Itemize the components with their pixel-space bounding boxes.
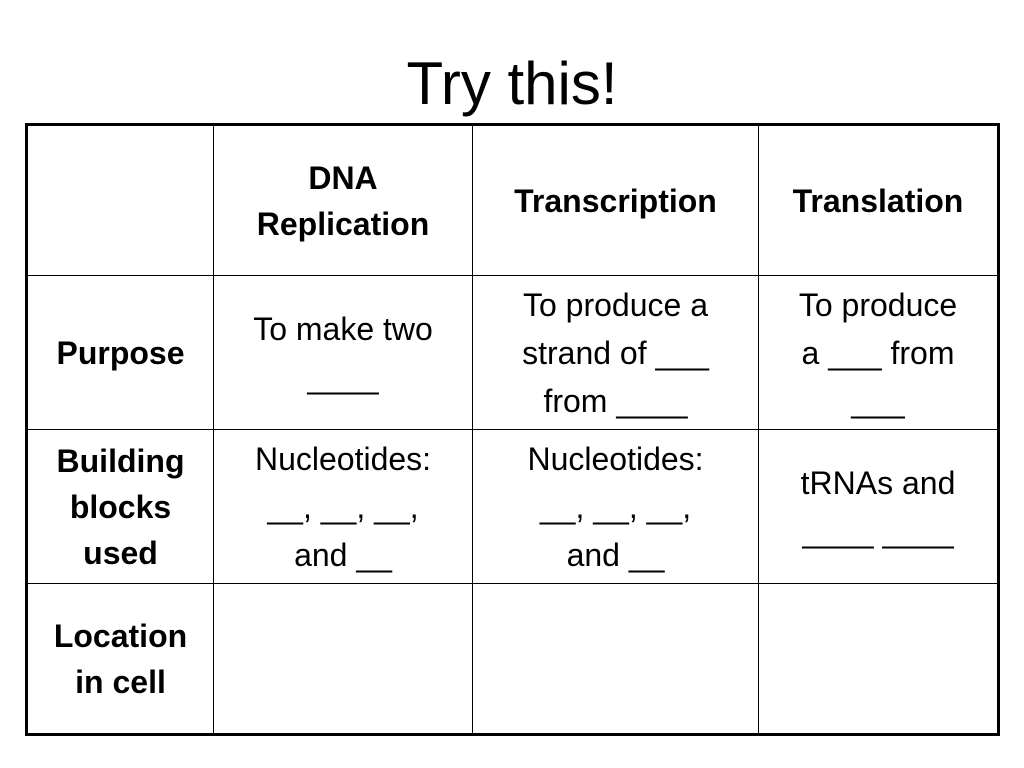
row-label-location: Location in cell	[26, 583, 214, 735]
cell-blocks-translation: tRNAs and ____ ____	[758, 429, 999, 584]
header-transcription: Transcription	[472, 124, 759, 276]
header-dna-replication: DNA Replication	[213, 124, 473, 276]
table-corner-cell	[26, 124, 214, 276]
table-row-building-blocks: Building blocks used Nucleotides: __, __…	[26, 429, 999, 584]
slide-title: Try this!	[406, 50, 618, 117]
cell-blocks-transcription: Nucleotides: __, __, __, and __	[472, 429, 759, 584]
cell-location-translation	[758, 583, 999, 735]
cell-location-dna-replication	[213, 583, 473, 735]
row-label-purpose: Purpose	[26, 275, 214, 430]
cell-purpose-dna-replication: To make two ____	[213, 275, 473, 430]
cell-location-transcription	[472, 583, 759, 735]
comparison-table: DNA Replication Transcription Translatio…	[25, 123, 1000, 736]
table-header-row: DNA Replication Transcription Translatio…	[26, 124, 999, 276]
table-row-purpose: Purpose To make two ____ To produce a st…	[26, 275, 999, 430]
cell-purpose-translation: To produce a ___ from ___	[758, 275, 999, 430]
cell-blocks-dna-replication: Nucleotides: __, __, __, and __	[213, 429, 473, 584]
cell-purpose-transcription: To produce a strand of ___ from ____	[472, 275, 759, 430]
row-label-building-blocks: Building blocks used	[26, 429, 214, 584]
table-row-location: Location in cell	[26, 583, 999, 735]
header-translation: Translation	[758, 124, 999, 276]
